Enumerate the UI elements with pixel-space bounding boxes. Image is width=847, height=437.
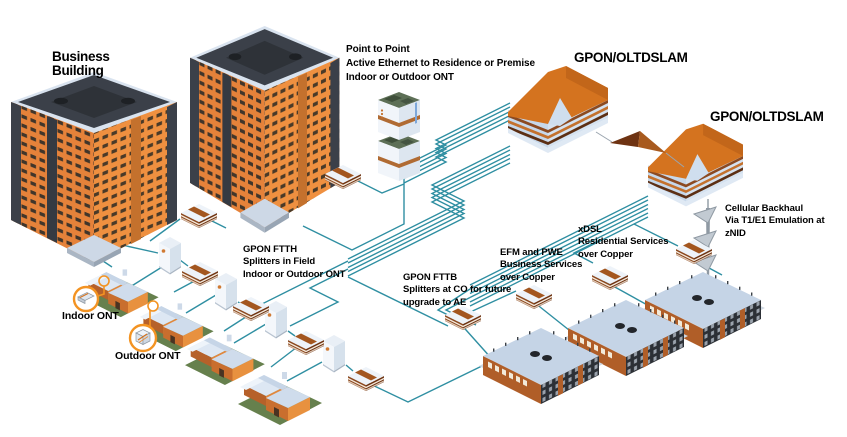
gpon-oltdslam-label-2: GPON/OLTDSLAM — [710, 109, 824, 124]
xdsl-label: xDSL Residential Services over Copper — [578, 224, 669, 260]
outdoor-ont-callout — [128, 300, 159, 353]
splitter-tray-efm — [516, 285, 552, 309]
business-building-label: Business Building — [52, 49, 110, 79]
outdoor-ont-label: Outdoor ONT — [115, 350, 181, 362]
efm-pwe-label: EFM and PWE Business Services over Coppe… — [500, 247, 583, 283]
indoor-ont-label: Indoor ONT — [62, 310, 119, 322]
splitter-cabinet-1 — [159, 237, 181, 275]
gpon-fttb-label: GPON FTTB Splitters at CO for future upg… — [403, 272, 512, 308]
gpon-ftth-label: GPON FTTH Splitters in Field Indoor or O… — [243, 244, 346, 280]
splitter-tray-xdsl — [592, 266, 628, 290]
cellular-backhaul-label: Cellular Backhaul Via T1/E1 Emulation at… — [725, 203, 825, 239]
splitter-tray-tower — [181, 204, 217, 228]
gpon-oltdslam-label-1: GPON/OLTDSLAM — [574, 50, 688, 65]
residential-house-3 — [185, 334, 265, 386]
business-tower-2 — [190, 26, 340, 233]
fiber-link-diamond-icon — [595, 131, 685, 168]
residential-house-4 — [238, 372, 322, 425]
point-to-point-label: Point to Point Active Ethernet to Reside… — [346, 44, 535, 83]
indoor-ont-device-icon — [77, 292, 95, 305]
splitter-cabinet-2 — [215, 273, 237, 311]
splitter-cabinet-4 — [323, 335, 345, 373]
indoor-ont-callout — [72, 275, 110, 313]
p2p-ethernet-cabinet — [378, 92, 420, 181]
business-tower-1 — [11, 72, 177, 267]
outdoor-ont-device-icon — [135, 329, 151, 346]
splitter-tray-field-2 — [233, 297, 269, 321]
olt-dslam-building-2 — [648, 123, 743, 207]
